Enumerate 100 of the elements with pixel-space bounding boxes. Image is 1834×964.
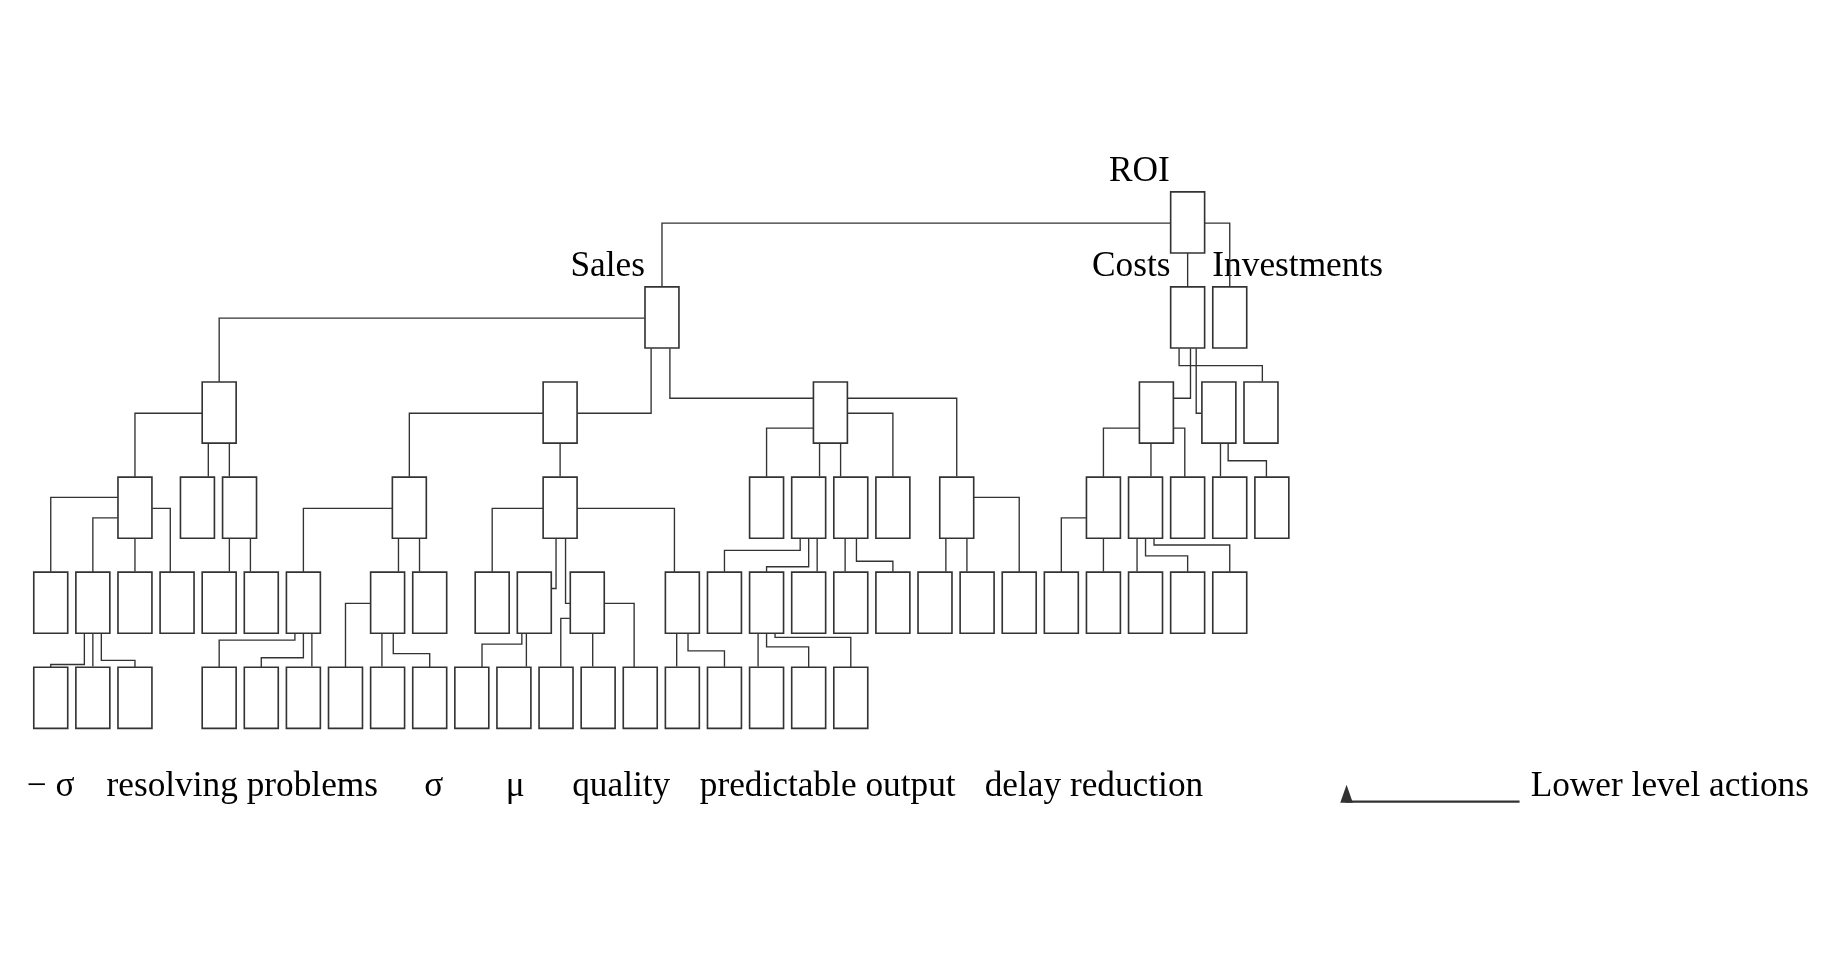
connector (576, 347, 652, 414)
node-box (542, 475, 578, 539)
node-box (201, 380, 237, 444)
node-box (496, 665, 532, 729)
connector (260, 632, 305, 668)
node-box (1211, 475, 1248, 539)
node-box (790, 665, 827, 729)
connector (1144, 537, 1189, 572)
node-box (748, 570, 785, 634)
node-box (833, 475, 869, 539)
node-box (664, 665, 701, 729)
node-box (917, 570, 953, 634)
node-box (1001, 570, 1037, 634)
node-box (1127, 475, 1164, 539)
node-box (1169, 475, 1206, 539)
label: − σ (26, 764, 75, 804)
connector (249, 537, 252, 572)
node-box (622, 665, 659, 729)
node-box (1169, 285, 1206, 349)
connector (50, 496, 119, 572)
node-box (959, 570, 995, 634)
connector (92, 632, 94, 667)
node-box (327, 665, 364, 729)
node-box (1085, 570, 1122, 634)
node-box (179, 475, 216, 539)
connector (1186, 251, 1189, 287)
node-box (285, 665, 322, 729)
node-box (938, 475, 975, 539)
connector (550, 537, 557, 589)
connector (151, 507, 171, 572)
node-box (75, 665, 111, 729)
node-box (454, 665, 490, 729)
connector (564, 537, 571, 604)
node-box (411, 570, 448, 634)
node-box (1127, 570, 1164, 634)
connector (669, 347, 814, 399)
node-box (159, 570, 195, 634)
node-box (542, 380, 578, 444)
node-box (748, 665, 785, 729)
node-box (875, 475, 911, 539)
label: delay reduction (984, 764, 1204, 804)
node-box (1043, 570, 1080, 634)
connector (966, 537, 968, 572)
node-box (474, 570, 510, 634)
node-label: ROI (1109, 149, 1170, 189)
node-box (391, 475, 428, 539)
connector (661, 221, 1171, 287)
connector (408, 412, 544, 477)
connector (344, 602, 372, 668)
connector (397, 537, 400, 572)
node-box (664, 570, 701, 634)
node-box (1243, 380, 1279, 444)
connector (302, 507, 393, 572)
node-box (644, 285, 680, 349)
node-box (1201, 380, 1237, 444)
connector (1150, 441, 1152, 477)
connector (559, 441, 561, 477)
node-box (516, 570, 553, 634)
connector (844, 537, 846, 572)
connector (765, 632, 810, 668)
connector (207, 441, 209, 477)
connector (676, 632, 678, 667)
connector (525, 632, 528, 667)
connector (757, 632, 759, 667)
node-box (706, 570, 743, 634)
connector (392, 632, 431, 668)
node-text: Lower level actions (1530, 764, 1810, 804)
node-box (1211, 570, 1248, 634)
connector (560, 617, 571, 667)
node-box (1254, 475, 1290, 539)
node-box (1085, 475, 1122, 539)
connector (765, 537, 810, 572)
connector (218, 316, 646, 382)
connector (1178, 347, 1264, 382)
connector (774, 632, 852, 668)
connector (1136, 537, 1138, 572)
node-box (1169, 570, 1206, 634)
node-label: Sales (570, 244, 645, 284)
node-box (748, 475, 785, 539)
node-box (369, 665, 406, 729)
node-box (833, 665, 869, 729)
arrow (1340, 784, 1520, 803)
node-box (285, 570, 322, 634)
connector (592, 632, 594, 667)
connector (576, 507, 676, 572)
connector (1102, 537, 1105, 572)
node-box (411, 665, 448, 729)
connector (816, 537, 818, 572)
connector (1172, 347, 1192, 399)
node-box (117, 570, 153, 634)
node-box (201, 665, 237, 729)
connector (1060, 516, 1087, 573)
connector (846, 412, 894, 477)
node-box (790, 570, 827, 634)
connector (818, 441, 821, 477)
connector (839, 441, 842, 477)
connector (228, 441, 231, 477)
connector (687, 632, 726, 667)
connector (1195, 347, 1203, 414)
connector (92, 516, 119, 573)
